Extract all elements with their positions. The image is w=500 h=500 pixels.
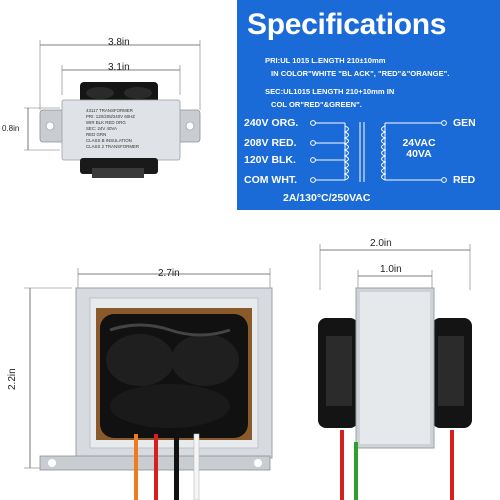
input-240v: 240V ORG. xyxy=(244,117,299,129)
sec-note-1: SEC:UL1015 LENGTH 210+10mm IN xyxy=(265,87,395,96)
nameplate-line-2: PRI: 120/208/240V 60HZ xyxy=(86,114,136,119)
nameplate-line-5: RED GRN xyxy=(86,132,107,137)
nameplate-line-7: CLASS 2 TRANSFORMER xyxy=(86,144,140,149)
specifications-title: Specifications xyxy=(247,8,447,41)
input-208v: 208V RED. xyxy=(244,137,297,149)
output-gen: GEN xyxy=(453,117,476,129)
nameplate: 43117 TRANSFORMER PRI: 120/208/240V 60HZ… xyxy=(86,108,139,150)
dim-top-height: 0.8in xyxy=(2,124,20,133)
transformer-side-view xyxy=(318,244,472,500)
dim-top-length-outer: 3.8in xyxy=(108,37,130,48)
top-view-panel: 3.8in 3.1in 0.8in 43117 TRANSFORMER PRI:… xyxy=(0,0,237,210)
pri-note-2: IN COLOR"WHITE "BL ACK", "RED"&"ORANGE". xyxy=(271,69,450,78)
pri-note-1: PRI:UL 1015 L.ENGTH 210±10mm xyxy=(265,56,386,65)
nameplate-line-1: 43117 TRANSFORMER xyxy=(86,108,133,113)
dim-side-width-outer: 2.0in xyxy=(370,238,392,249)
sec-note-2: COL OR"RED"&GREEN". xyxy=(271,100,362,109)
transformer-front-view xyxy=(24,268,273,500)
dim-side-width-inner: 1.0in xyxy=(380,264,402,275)
nameplate-line-4: SEC: 24V 40VA xyxy=(86,126,117,131)
winding-coil-icon xyxy=(310,120,447,183)
output-red: RED xyxy=(453,174,476,186)
transformer-top-view xyxy=(24,40,201,178)
rating-text: 2A/130°C/250VAC xyxy=(283,192,371,204)
output-rating: 24VAC 40VA xyxy=(399,138,439,160)
nameplate-line-3: WIR BLK RED ORG xyxy=(86,120,126,125)
input-120v: 120V BLK. xyxy=(244,154,296,166)
output-voltage: 24VAC xyxy=(402,137,436,149)
dim-top-length-inner: 3.1in xyxy=(108,62,130,73)
dim-front-height: 2.2in xyxy=(7,368,18,390)
output-power: 40VA xyxy=(406,148,432,160)
nameplate-line-6: CLASS B INSULATION xyxy=(86,138,132,143)
dim-front-width: 2.7in xyxy=(158,268,180,279)
specifications-panel: Specifications PRI:UL 1015 L.ENGTH 210±1… xyxy=(237,0,500,210)
input-com: COM WHT. xyxy=(244,174,298,186)
